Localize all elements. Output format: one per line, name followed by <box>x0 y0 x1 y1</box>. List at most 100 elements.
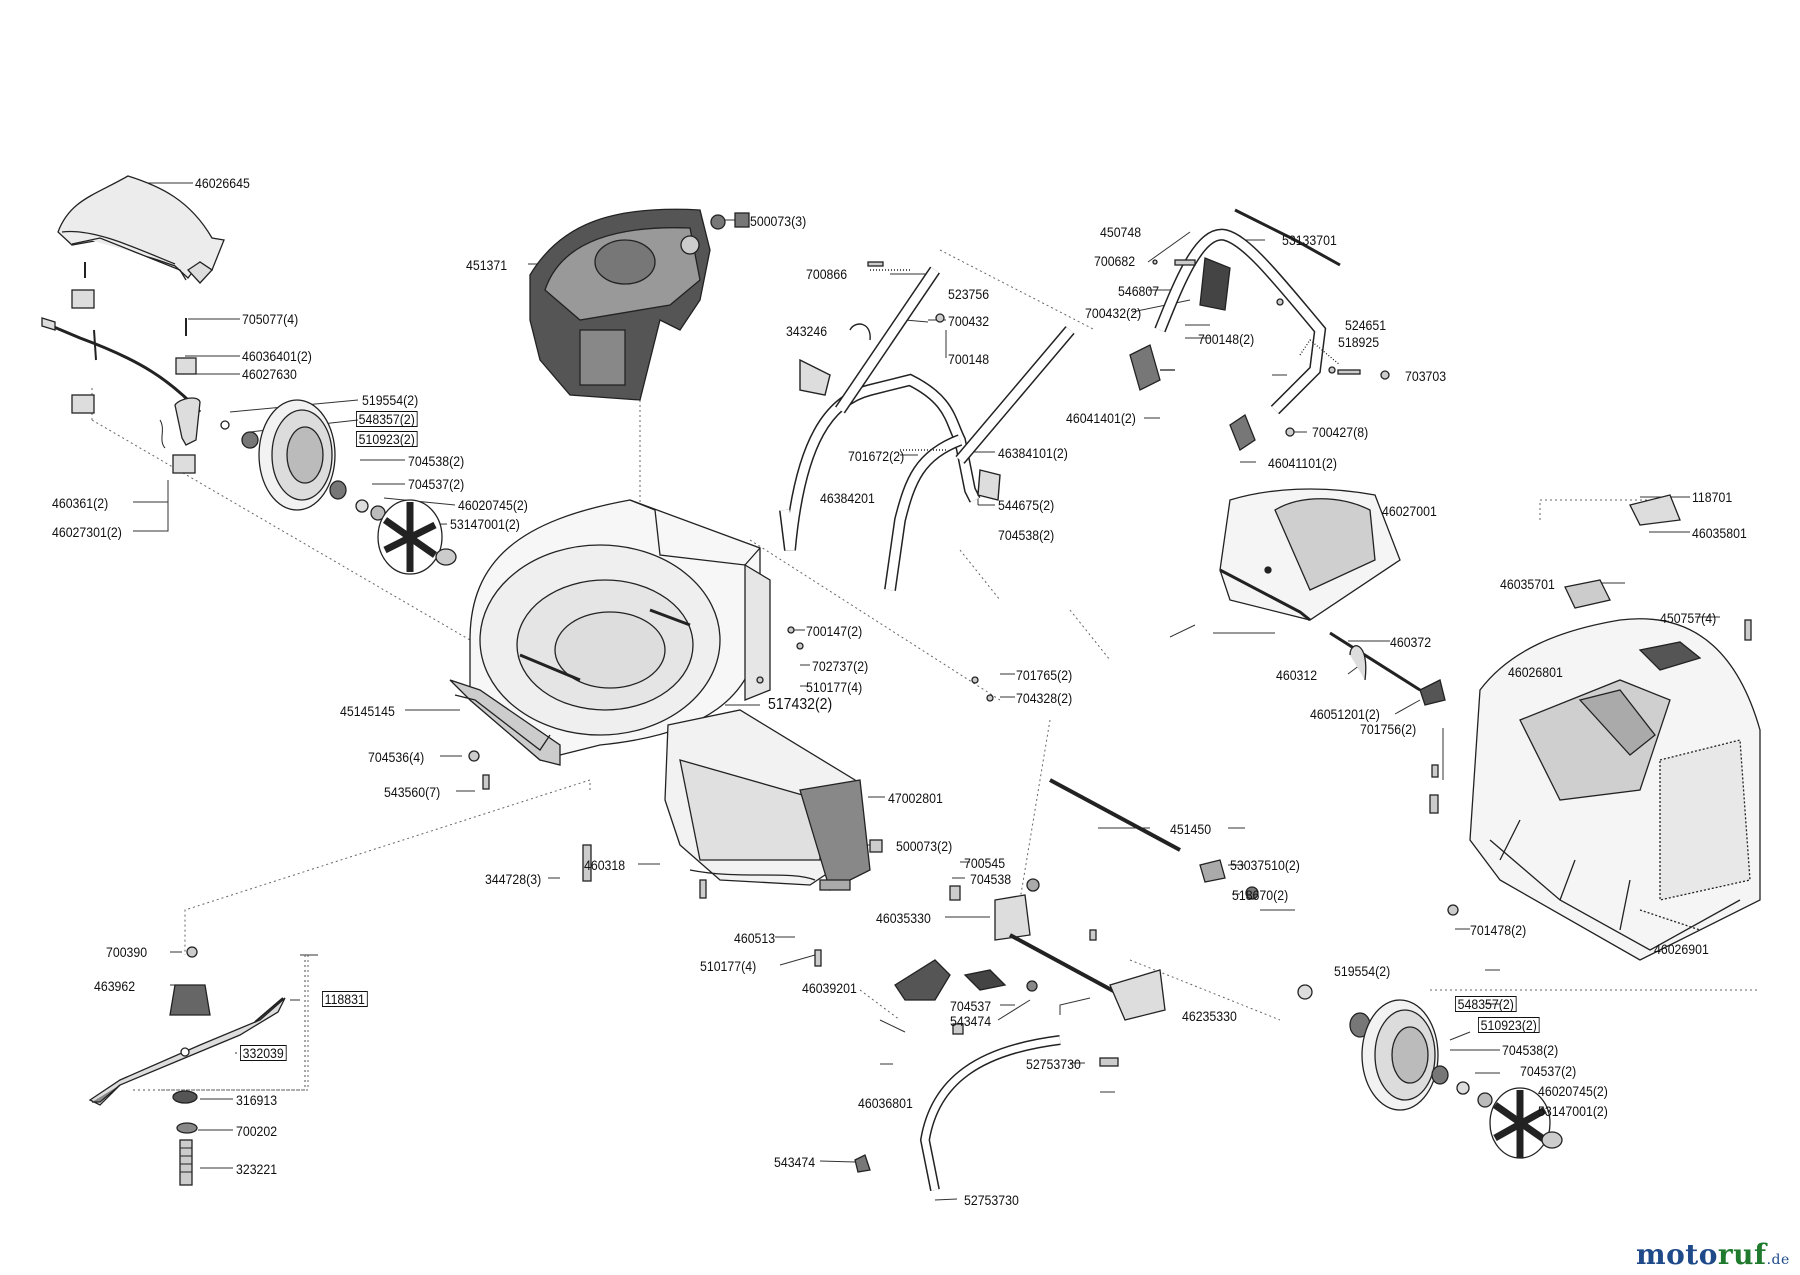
part-label-boxed: 548357(2) <box>356 411 418 427</box>
part-label: 451450 <box>1170 821 1212 837</box>
part-label: 704537(2) <box>408 476 465 492</box>
part-label: 701765(2) <box>1016 667 1073 683</box>
part-label: 700866 <box>806 266 848 282</box>
part-label: 46026801 <box>1508 664 1563 680</box>
engine-451371 <box>529 208 726 401</box>
filling-indicator-460312 <box>1329 631 1446 706</box>
part-label: 52753730 <box>964 1192 1019 1208</box>
part-label: 46036801 <box>858 1095 913 1111</box>
wheel-left <box>220 399 457 575</box>
part-label: 46026645 <box>195 175 250 191</box>
part-label: 700148(2) <box>1198 331 1255 347</box>
part-label-boxed: 118831 <box>322 991 368 1007</box>
part-label: 316913 <box>236 1092 278 1108</box>
part-label: 701478(2) <box>1470 922 1527 938</box>
part-label: 524651 <box>1345 317 1387 333</box>
part-label: 46051201(2) <box>1310 706 1380 722</box>
part-label: 46039201 <box>802 980 857 996</box>
part-label: 704328(2) <box>1016 690 1073 706</box>
part-label: 517432(2) <box>768 696 833 713</box>
catcher-clip-46035801 <box>1564 494 1681 609</box>
part-label: 463962 <box>94 978 136 994</box>
part-label: 460361(2) <box>52 495 109 511</box>
part-label: 323221 <box>236 1161 278 1177</box>
part-label-boxed: 510923(2) <box>356 431 418 447</box>
part-label: 704538(2) <box>408 453 465 469</box>
part-label: 46036401(2) <box>242 348 312 364</box>
part-label: 46041101(2) <box>1268 455 1337 471</box>
assembly-guide-lines <box>91 215 1760 1091</box>
part-label: 53133701 <box>1282 232 1337 248</box>
part-label: 704537(2) <box>1520 1063 1577 1079</box>
height-adjust-46035330 <box>894 894 1166 1021</box>
grass-catcher-46026801 <box>1469 618 1761 961</box>
part-label: 701756(2) <box>1360 721 1417 737</box>
part-label: 518925 <box>1338 334 1380 350</box>
part-label: 46035701 <box>1500 576 1555 592</box>
screws <box>468 212 1752 1067</box>
part-label: 46384201 <box>820 490 875 506</box>
watermark-suffix: .de <box>1766 1252 1790 1268</box>
watermark-part1: moto <box>1636 1238 1718 1271</box>
part-label: 700432(2) <box>1085 305 1142 321</box>
part-label: 543560(7) <box>384 784 441 800</box>
part-label: 451371 <box>466 257 508 273</box>
part-label: 46235330 <box>1182 1008 1237 1024</box>
axle-left <box>41 262 202 474</box>
part-label: 46041401(2) <box>1066 410 1136 426</box>
part-label: 45145145 <box>340 703 395 719</box>
site-watermark: motoruf.de <box>1636 1240 1790 1275</box>
upper-handle-524651 <box>1129 208 1341 451</box>
part-label: 46027001 <box>1382 503 1437 519</box>
part-label: 543474 <box>950 1013 992 1029</box>
part-label: 46035801 <box>1692 525 1747 541</box>
rear-chute-47002801 <box>664 709 871 891</box>
part-label: 52753730 <box>1026 1056 1081 1072</box>
part-label: 704537 <box>950 998 992 1014</box>
part-label: 700432 <box>948 313 990 329</box>
part-label: 46027630 <box>242 366 297 382</box>
part-label: 704536(4) <box>368 749 425 765</box>
wheel-right <box>1297 984 1563 1159</box>
rear-flap-46026645 <box>57 175 225 284</box>
part-label: 46020745(2) <box>458 497 528 513</box>
part-label: 460372 <box>1390 634 1432 650</box>
part-label: 700427(8) <box>1312 424 1369 440</box>
blade-assembly-118831 <box>88 946 306 1186</box>
part-label: 46035330 <box>876 910 931 926</box>
part-label: 701672(2) <box>848 448 905 464</box>
part-label: 460318 <box>584 857 626 873</box>
part-label: 53147001(2) <box>450 516 520 532</box>
part-label: 704538(2) <box>998 527 1055 543</box>
part-label: 344728(3) <box>485 871 542 887</box>
part-label: 53037510(2) <box>1230 857 1300 873</box>
part-label: 500073(3) <box>750 213 807 229</box>
part-label: 543474 <box>774 1154 816 1170</box>
part-label: 46027301(2) <box>52 524 122 540</box>
part-label: 704538 <box>970 871 1012 887</box>
part-label: 700202 <box>236 1123 278 1139</box>
part-label-boxed: 510923(2) <box>1478 1017 1540 1033</box>
part-label: 510177(4) <box>700 958 757 974</box>
part-label: 700682 <box>1094 253 1136 269</box>
part-label: 705077(4) <box>242 311 299 327</box>
part-label: 702737(2) <box>812 658 869 674</box>
part-label: 510177(4) <box>806 679 863 695</box>
part-label: 450757(4) <box>1660 610 1717 626</box>
part-label: 544675(2) <box>998 497 1055 513</box>
part-label: 46026901 <box>1654 941 1709 957</box>
part-label: 519554(2) <box>362 392 419 408</box>
watermark-part2: ruf <box>1717 1238 1767 1271</box>
part-label: 700545 <box>964 855 1006 871</box>
part-label: 47002801 <box>888 790 943 806</box>
part-label: 460513 <box>734 930 776 946</box>
part-label: 53147001(2) <box>1538 1103 1608 1119</box>
mower-deck-45145145 <box>449 499 771 766</box>
part-label: 546807 <box>1118 283 1160 299</box>
rear-axle-46036801 <box>854 1035 1061 1191</box>
part-label: 343246 <box>786 323 828 339</box>
part-label: 703703 <box>1405 368 1447 384</box>
part-label: 450748 <box>1100 224 1142 240</box>
